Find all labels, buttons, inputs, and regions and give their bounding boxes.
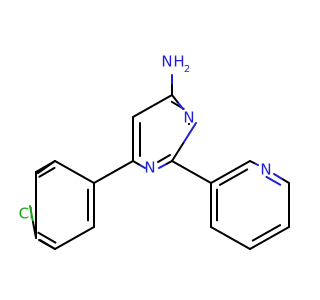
bond-pyr-n-3-a: [273, 173, 283, 180]
bond-pyr-4-5-double: [251, 224, 282, 242]
bond-ph-6-1: [54, 160, 95, 184]
bond-n1-c2-a: [158, 163, 167, 169]
bond-c2-pyr-a: [171, 160, 193, 173]
label-nh2-h: H: [173, 53, 184, 71]
structure-diagram: N H 2 N N N Cl: [19, 53, 290, 250]
bond-pyr-n-3-b: [280, 177, 290, 184]
bond-ph-2-3: [54, 226, 95, 250]
molecule-canvas: N H 2 N N N Cl: [19, 53, 290, 250]
label-chlorine: Cl: [19, 205, 34, 223]
bond-c6-phenyl: [93, 160, 134, 184]
bond-pyr-n-3-double: [265, 175, 282, 186]
label-nh2-sub: 2: [184, 64, 190, 75]
label-ring-n3: N: [183, 109, 194, 127]
bond-c4-n3-b: [176, 101, 184, 110]
bond-n1-c2-b: [164, 160, 173, 166]
bond-pyr-5-6: [210, 226, 251, 250]
bond-c4-n3-a: [171, 94, 179, 103]
bond-n3-c2-b: [171, 141, 185, 162]
bond-c6-n1-b: [138, 163, 146, 169]
bond-n3-c2-a: [183, 122, 197, 143]
label-ring-n1: N: [144, 159, 155, 177]
bond-pyr-1-2: [210, 160, 251, 184]
bond-pyr-1-2-double: [218, 168, 249, 186]
label-nh2-n: N: [161, 53, 172, 71]
bond-ph-5-6-double: [38, 166, 56, 178]
bond-ph-3-4-double: [37, 231, 57, 244]
label-pyridine-n: N: [260, 161, 271, 179]
bond-n1-c2-double: [157, 154, 171, 163]
noop-ph2: [37, 160, 56, 174]
noop-cl-b: [29, 205, 34, 223]
bond-c6-n1-a: [132, 160, 140, 166]
bond-ph-3-4: [39, 239, 56, 250]
bond-pyr-4-5: [249, 226, 290, 250]
bond-c2-pyr-b: [190, 171, 212, 184]
bond-c4-c5: [132, 94, 173, 118]
